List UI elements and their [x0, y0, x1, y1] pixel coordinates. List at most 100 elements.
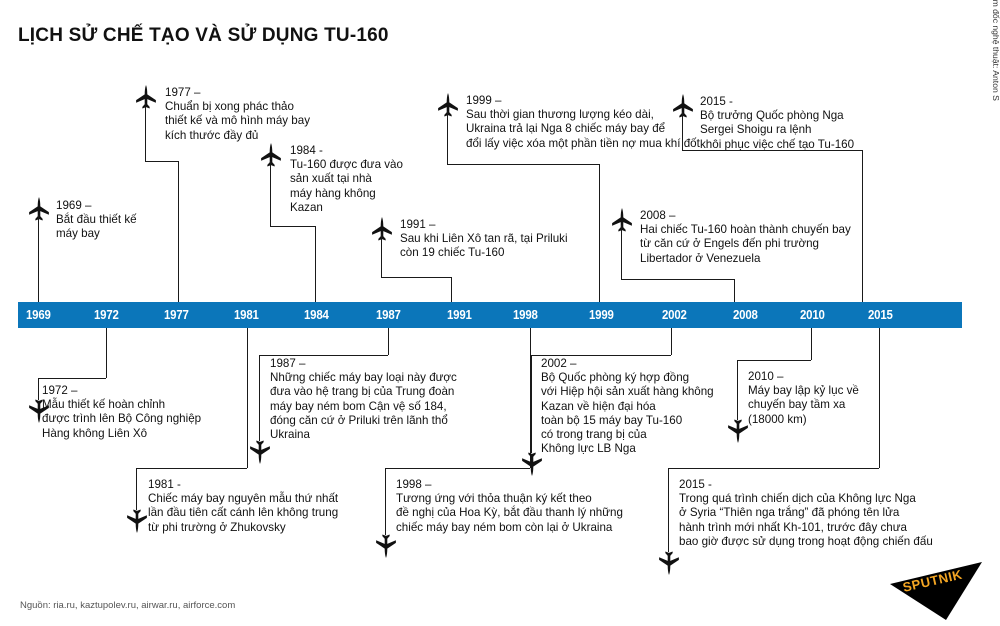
connector-line	[531, 355, 532, 453]
event-below-1987: 1987 – Những chiếc máy bay loại này được…	[270, 357, 540, 442]
aircraft-icon	[435, 92, 461, 118]
event-year: 2002 –	[541, 357, 577, 370]
connector-line	[682, 112, 683, 150]
connector-line	[862, 150, 863, 302]
connector-line	[531, 355, 671, 356]
event-above-2008: 2008 – Hai chiếc Tu-160 hoàn thành chuyế…	[640, 209, 940, 266]
event-above-1999: 1999 – Sau thời gian thương lượng kéo dà…	[466, 94, 796, 151]
connector-line	[381, 234, 382, 277]
axis-year-1999: 1999	[589, 307, 614, 322]
connector-line	[447, 111, 448, 164]
connector-line	[668, 468, 879, 469]
axis-year-1987: 1987	[376, 307, 401, 322]
event-text: Bộ Quốc phòng ký hợp đồng với Hiệp hội s…	[541, 371, 714, 456]
axis-year-2015: 2015	[868, 307, 893, 322]
event-above-2015: 2015 - Bộ trưởng Quốc phòng Nga Sergei S…	[700, 95, 950, 152]
connector-line	[38, 378, 106, 379]
connector-line	[178, 161, 179, 302]
aircraft-icon	[670, 93, 696, 119]
axis-year-1969: 1969	[26, 307, 51, 322]
aircraft-icon	[725, 418, 751, 444]
event-text: Tương ứng với thỏa thuận ký kết theo đề …	[396, 492, 623, 534]
connector-line	[270, 226, 315, 227]
connector-line	[381, 277, 451, 278]
connector-line	[621, 279, 734, 280]
event-below-2015: 2015 - Trong quá trình chiến dịch của Kh…	[679, 478, 999, 549]
connector-line	[247, 328, 248, 468]
event-text: Trong quá trình chiến dịch của Không lực…	[679, 492, 933, 548]
aircraft-icon	[133, 84, 159, 110]
event-year: 2015 -	[679, 478, 712, 491]
aircraft-icon	[656, 550, 682, 576]
connector-line	[259, 355, 260, 441]
source-note: Nguồn: ria.ru, kaztupolev.ru, airwar.ru,…	[20, 600, 236, 611]
axis-year-1977: 1977	[164, 307, 189, 322]
event-text: Những chiếc máy bay loại này được đưa và…	[270, 371, 457, 442]
axis-year-1972: 1972	[94, 307, 119, 322]
axis-year-2010: 2010	[800, 307, 825, 322]
connector-line	[668, 468, 669, 552]
event-below-2002: 2002 – Bộ Quốc phòng ký hợp đồng với Hiệ…	[541, 357, 771, 456]
event-text: Bắt đầu thiết kế máy bay	[56, 213, 137, 241]
event-year: 1977 –	[165, 86, 201, 99]
connector-line	[145, 103, 146, 161]
aircraft-icon	[247, 439, 273, 465]
event-year: 2008 –	[640, 209, 676, 222]
event-text: Sau khi Liên Xô tan rã, tại Priluki còn …	[400, 232, 568, 260]
connector-line	[599, 164, 600, 302]
sputnik-logo: SPUTNIK	[888, 556, 984, 620]
connector-line	[259, 355, 388, 356]
event-year: 1987 –	[270, 357, 306, 370]
event-above-1969: 1969 – Bắt đầu thiết kế máy bay	[56, 199, 206, 242]
aircraft-icon	[373, 533, 399, 559]
aircraft-icon	[519, 451, 545, 477]
connector-line	[385, 468, 386, 535]
aircraft-icon	[609, 207, 635, 233]
connector-line	[621, 225, 622, 279]
connector-line	[671, 328, 672, 355]
event-text: Tu-160 được đưa vào sản xuất tại nhà máy…	[290, 158, 403, 214]
event-above-1977: 1977 – Chuẩn bị xong phác thảo thiết kế …	[165, 86, 375, 143]
connector-line	[737, 360, 738, 420]
event-text: Mẫu thiết kế hoàn chỉnh được trình lên B…	[42, 398, 202, 440]
page-title: LỊCH SỬ CHẾ TẠO VÀ SỬ DỤNG TU-160	[18, 25, 389, 46]
event-above-1991: 1991 – Sau khi Liên Xô tan rã, tại Prilu…	[400, 218, 660, 261]
aircraft-icon	[258, 142, 284, 168]
connector-line	[451, 277, 452, 302]
event-below-2010: 2010 – Máy bay lập kỷ lục về chuyến bay …	[748, 370, 948, 427]
axis-year-1998: 1998	[513, 307, 538, 322]
axis-year-1981: 1981	[234, 307, 259, 322]
event-above-1984: 1984 - Tu-160 được đưa vào sản xuất tại …	[290, 144, 450, 215]
event-text: Chuẩn bị xong phác thảo thiết kế và mô h…	[165, 100, 310, 142]
connector-line	[530, 328, 531, 468]
connector-line	[385, 468, 530, 469]
credit-container: Biên tập: Natalia Betina. Thiết kế: Yuri…	[984, 0, 1000, 320]
connector-line	[136, 468, 247, 469]
aircraft-icon	[26, 398, 52, 424]
axis-year-1984: 1984	[304, 307, 329, 322]
connector-line	[682, 150, 862, 151]
aircraft-icon	[124, 508, 150, 534]
connector-line	[145, 161, 178, 162]
connector-line	[737, 360, 811, 361]
event-year: 2010 –	[748, 370, 784, 383]
event-below-1972: 1972 – Mẫu thiết kế hoàn chỉnh được trìn…	[42, 384, 272, 441]
event-year: 1969 –	[56, 199, 92, 212]
event-text: Hai chiếc Tu-160 hoàn thành chuyến bay t…	[640, 223, 851, 265]
connector-line	[38, 215, 39, 302]
axis-year-1991: 1991	[447, 307, 472, 322]
event-text: Sau thời gian thương lượng kéo dài, Ukra…	[466, 108, 700, 150]
connector-line	[136, 468, 137, 510]
aircraft-icon	[369, 216, 395, 242]
connector-line	[811, 328, 812, 360]
connector-line	[106, 328, 107, 378]
connector-line	[447, 164, 599, 165]
credit-note: Biên tập: Natalia Betina. Thiết kế: Yuri…	[991, 0, 1000, 101]
event-year: 1999 –	[466, 94, 502, 107]
connector-line	[879, 328, 880, 468]
aircraft-icon	[26, 196, 52, 222]
event-year: 1981 -	[148, 478, 181, 491]
axis-year-2008: 2008	[733, 307, 758, 322]
event-year: 1991 –	[400, 218, 436, 231]
